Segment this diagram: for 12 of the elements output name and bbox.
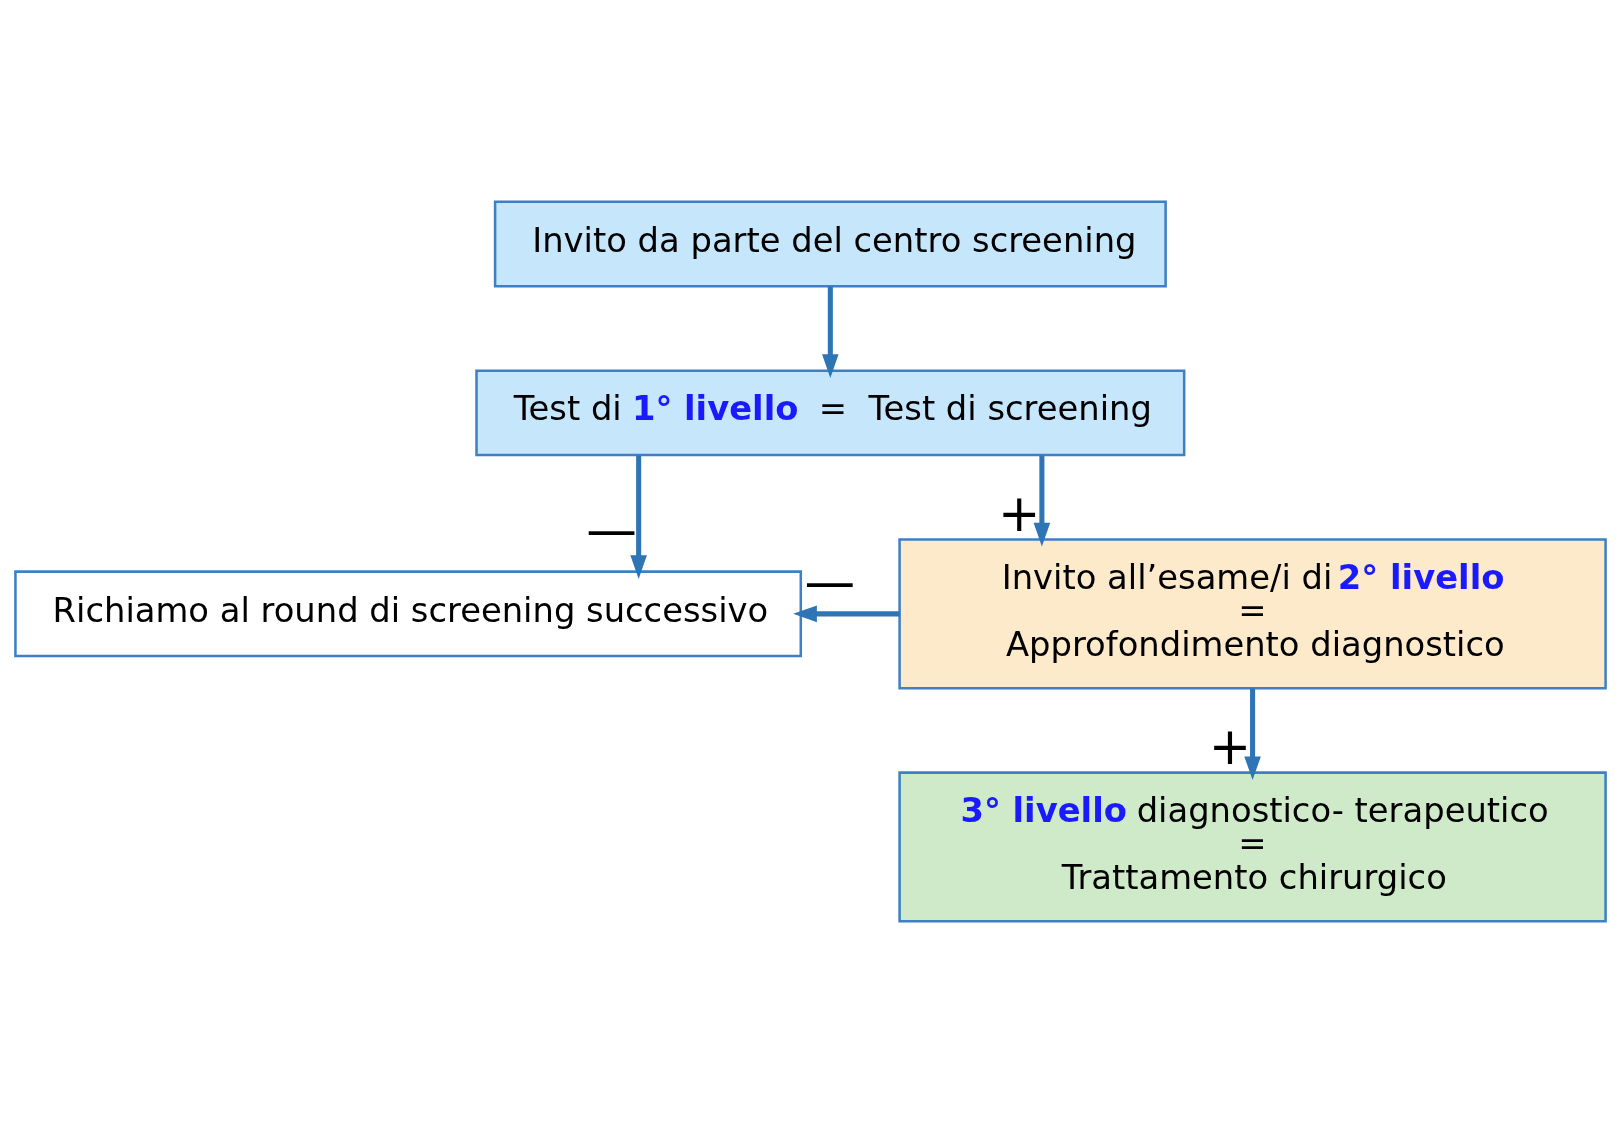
- arrow: [630, 455, 647, 579]
- node-box: Invito all’esame/i di 2° livello = Approfondimento diagnostico: [898, 537, 1607, 689]
- node-box: Invito da parte del centro screening: [493, 200, 1167, 287]
- arrow: [1244, 687, 1261, 780]
- node-box: Richiamo al round di screening successivo: [14, 569, 803, 657]
- edge-label: —: [586, 499, 637, 559]
- node-box: Test di 1° livello = Test di screening: [475, 368, 1186, 456]
- arrow: [1033, 455, 1051, 546]
- arrow: [793, 605, 900, 622]
- edge-label: —: [804, 551, 856, 611]
- arrow: [822, 286, 839, 378]
- node-box: 3° livello diagnostico- terapeutico = Trattamento chirurgico: [898, 770, 1607, 922]
